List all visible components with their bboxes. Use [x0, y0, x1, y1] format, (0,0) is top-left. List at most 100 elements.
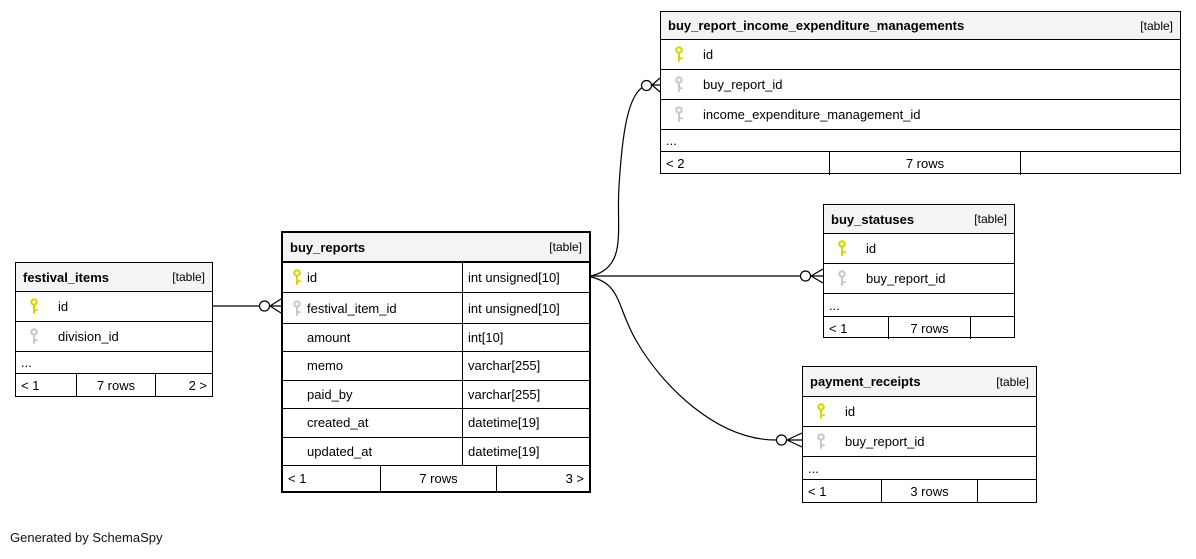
column-name: updated_at	[307, 443, 373, 459]
column-festival_item_id: festival_item_id int unsigned[10]	[283, 292, 589, 323]
table-header: buy_statuses [table]	[824, 205, 1014, 233]
table-tag: [table]	[1140, 18, 1173, 33]
key-slot	[673, 106, 703, 123]
primary-key-icon	[30, 298, 38, 314]
rel-buy_reports-buy_report_income_expenditure_managements	[590, 77, 661, 277]
footer-parent-count: < 2	[666, 156, 685, 171]
generator-note: Generated by SchemaSpy	[10, 530, 163, 545]
column-amount: amount int[10]	[283, 322, 589, 352]
table-footer: < 1 7 rows 2 >	[16, 373, 212, 397]
column-id: id int unsigned[10]	[283, 261, 589, 293]
table-footer: < 2 7 rows	[661, 151, 1180, 175]
table-tag: [table]	[549, 240, 582, 254]
footer-row-count: 7 rows	[76, 374, 156, 397]
ellipsis-row: ...	[824, 293, 1014, 316]
column-rows: id buy_report_id	[824, 233, 1014, 293]
foreign-key-icon	[30, 328, 38, 344]
primary-key-icon	[675, 46, 683, 62]
column-name: memo	[307, 358, 344, 374]
column-name: id	[866, 241, 877, 256]
column-created_at: created_at datetime[19]	[283, 408, 589, 437]
column-rows: id buy_report_id	[803, 396, 1036, 456]
footer-parent-count: < 1	[21, 378, 40, 393]
primary-key-icon	[293, 269, 301, 286]
column-name: buy_report_id	[703, 77, 783, 92]
foreign-key-icon	[293, 299, 301, 316]
column-buy_report_id: buy_report_id	[824, 263, 1014, 293]
column-name: income_expenditure_management_id	[703, 107, 921, 122]
column-rows: id division_id	[16, 291, 212, 351]
column-id: id	[824, 233, 1014, 263]
table-buy_reports[interactable]: buy_reports [table] id int unsigned[10]	[281, 231, 591, 493]
table-header: festival_items [table]	[16, 263, 212, 291]
column-type: int unsigned[10]	[462, 293, 589, 323]
key-slot	[291, 299, 307, 317]
footer-child-count	[978, 480, 1036, 503]
column-buy_report_id: buy_report_id	[803, 426, 1036, 456]
table-title[interactable]: buy_statuses	[831, 211, 915, 227]
table-title[interactable]: payment_receipts	[810, 374, 921, 389]
footer-parent-count: < 1	[808, 484, 827, 499]
footer-row-count: 7 rows	[888, 317, 971, 339]
table-header: payment_receipts [table]	[803, 367, 1036, 396]
column-paid_by: paid_by varchar[255]	[283, 379, 589, 409]
footer-child-count	[971, 317, 1014, 339]
column-name: division_id	[58, 329, 119, 344]
key-slot	[836, 240, 866, 257]
table-tag: [table]	[974, 212, 1007, 226]
rel-buy_reports-payment_receipts	[590, 276, 803, 448]
table-festival_items[interactable]: festival_items [table] id division_id	[15, 262, 213, 397]
column-name: id	[845, 404, 856, 419]
table-title[interactable]: buy_report_income_expenditure_management…	[668, 18, 965, 33]
column-name: buy_report_id	[866, 271, 946, 286]
footer-parent-count: < 1	[288, 471, 307, 486]
table-title[interactable]: festival_items	[23, 269, 109, 285]
table-footer: < 1 3 rows	[803, 479, 1036, 503]
table-title[interactable]: buy_reports	[290, 239, 366, 255]
ellipsis-row: ...	[661, 129, 1180, 151]
foreign-key-icon	[838, 270, 846, 286]
column-id: id	[803, 396, 1036, 426]
footer-row-count: 7 rows	[829, 152, 1021, 175]
column-rows: id buy_report_id income_expenditure_mana…	[661, 39, 1180, 129]
key-slot	[836, 270, 866, 287]
column-name: created_at	[307, 415, 369, 431]
column-name: buy_report_id	[845, 434, 925, 449]
table-header: buy_reports [table]	[283, 233, 589, 261]
footer-child-count: 2 >	[188, 378, 207, 393]
column-name: id	[58, 299, 69, 314]
key-slot	[815, 403, 845, 420]
column-name: festival_item_id	[307, 300, 397, 316]
rel-festival_items-buy_reports	[213, 298, 282, 314]
rel-buy_reports-buy_statuses	[591, 268, 824, 284]
ellipsis-row: ...	[16, 351, 212, 373]
ellipsis-row: ...	[803, 456, 1036, 479]
column-rows: id int unsigned[10] festival_item_id int…	[283, 261, 589, 465]
footer-row-count: 7 rows	[380, 466, 497, 491]
footer-parent-count: < 1	[829, 320, 848, 336]
column-division_id: division_id	[16, 321, 212, 351]
column-type: datetime[19]	[462, 409, 589, 437]
column-type: int unsigned[10]	[462, 263, 589, 293]
key-slot	[673, 76, 703, 93]
table-payment_receipts[interactable]: payment_receipts [table] id buy_report_i…	[802, 366, 1037, 503]
table-footer: < 1 7 rows 3 >	[283, 465, 589, 491]
table-buy_report_income_expenditure_managements[interactable]: buy_report_income_expenditure_management…	[660, 11, 1181, 175]
column-name: id	[703, 47, 714, 62]
footer-row-count: 3 rows	[881, 480, 978, 503]
column-name: paid_by	[307, 386, 353, 402]
column-type: varchar[255]	[462, 380, 589, 409]
foreign-key-icon	[675, 76, 683, 92]
footer-child-count	[1021, 152, 1180, 175]
primary-key-icon	[838, 240, 846, 256]
foreign-key-icon	[675, 106, 683, 122]
key-slot	[815, 433, 845, 450]
column-income_expenditure_management_id: income_expenditure_management_id	[661, 99, 1180, 129]
column-type: datetime[19]	[462, 437, 589, 465]
column-memo: memo varchar[255]	[283, 351, 589, 380]
table-buy_statuses[interactable]: buy_statuses [table] id buy_report_id	[823, 204, 1015, 339]
primary-key-icon	[817, 403, 825, 419]
column-id: id	[661, 39, 1180, 69]
